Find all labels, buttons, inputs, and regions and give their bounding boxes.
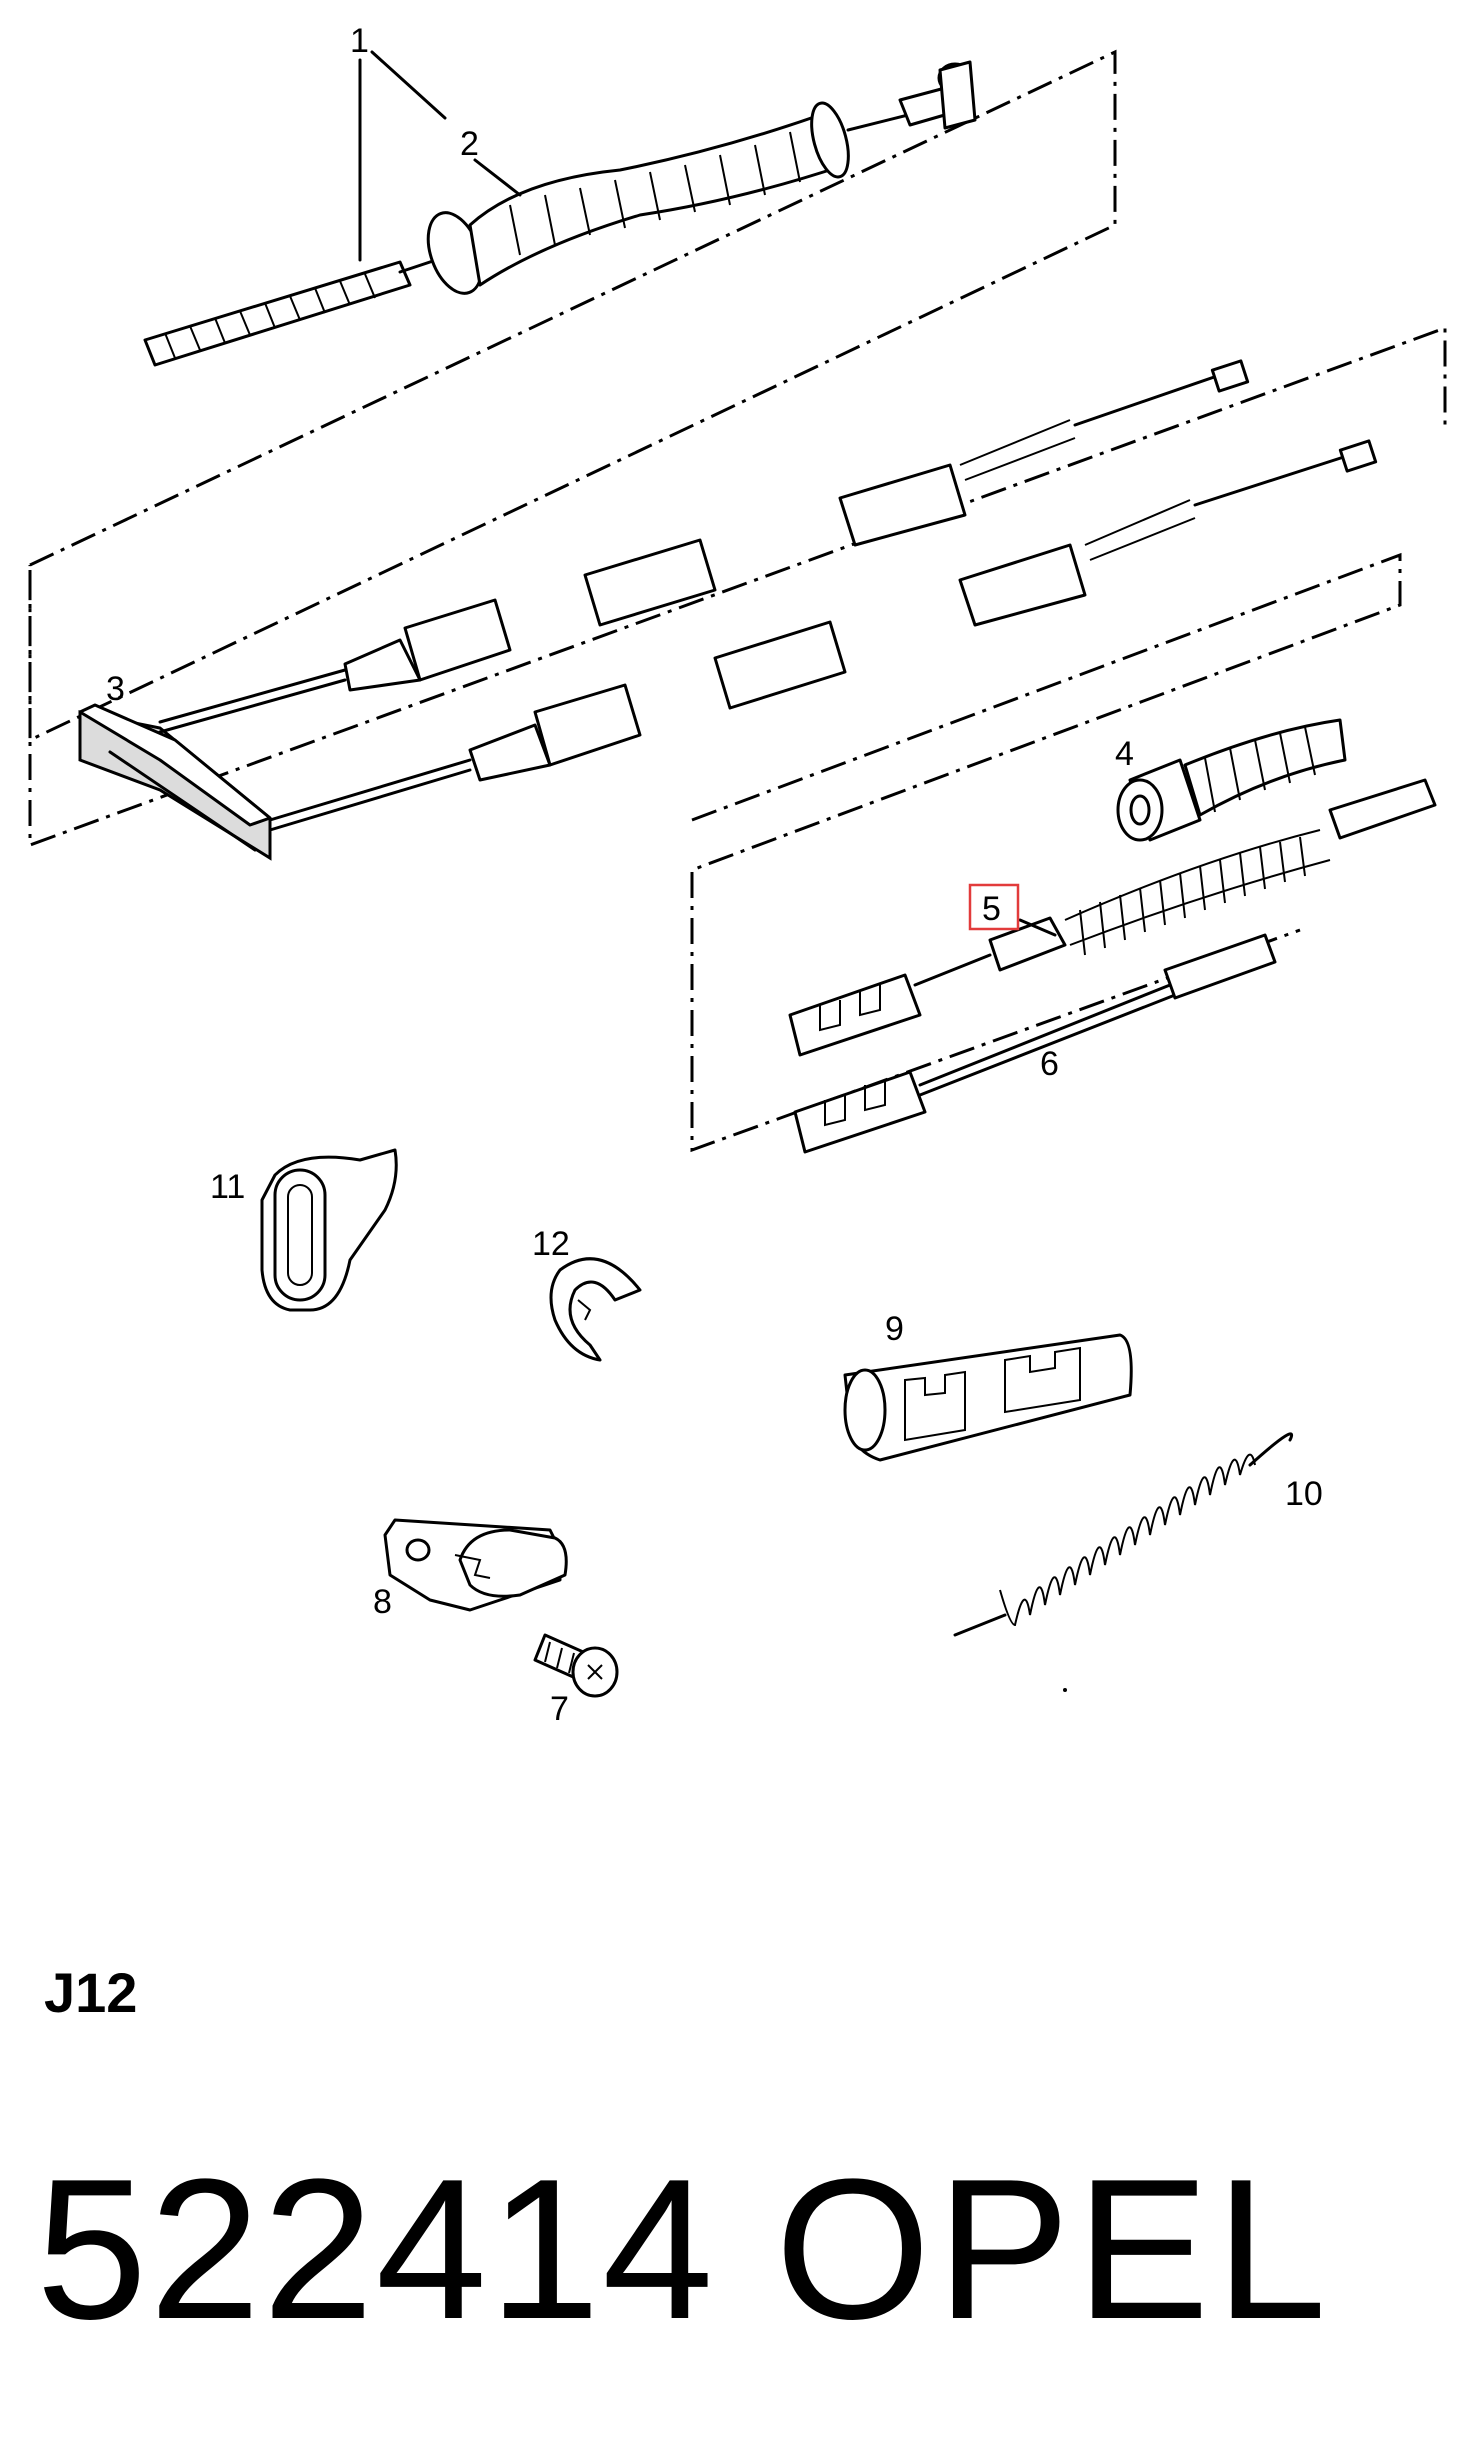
part-5-short-cable — [788, 778, 1437, 1057]
group-frame-lower — [690, 552, 1402, 1153]
part-8-clip-bracket — [383, 1518, 568, 1612]
callout-12: 12 — [532, 1225, 570, 1263]
part-9-retaining-clip — [843, 1333, 1133, 1462]
callout-9: 9 — [885, 1310, 904, 1348]
stray-dot — [1063, 1688, 1067, 1692]
part-10-return-spring — [953, 1432, 1293, 1637]
leader-2 — [473, 158, 522, 197]
leader-1b — [370, 50, 447, 120]
callout-5: 5 — [982, 890, 1001, 928]
part-11-boot-seal — [260, 1148, 398, 1312]
part-3-equalizer — [78, 703, 272, 861]
callout-7: 7 — [550, 1690, 569, 1728]
callout-5-highlight — [968, 883, 1020, 931]
callout-3: 3 — [106, 670, 125, 708]
part-number: 522414 — [36, 2138, 716, 2361]
part-2-rubber-boot — [426, 60, 977, 295]
group-code: J12 — [44, 1961, 138, 2024]
group-frame-cables — [28, 325, 1447, 848]
leader-5 — [1018, 918, 1057, 937]
part-4-grommet — [1116, 718, 1347, 842]
cable-upper-long — [158, 359, 1250, 734]
exploded-parts-diagram: 1 2 3 4 5 6 7 8 9 10 11 12 — [28, 22, 1447, 1728]
callout-8: 8 — [373, 1583, 392, 1621]
part-7-screw — [533, 1633, 619, 1698]
callout-10: 10 — [1285, 1475, 1323, 1513]
callout-1: 1 — [350, 22, 369, 60]
group-frame-upper — [28, 49, 1117, 743]
callout-11: 11 — [210, 1168, 245, 1206]
callout-6: 6 — [1040, 1045, 1059, 1083]
part-6-short-cable — [793, 933, 1277, 1154]
part-1-pull-rod — [143, 250, 462, 367]
callout-4: 4 — [1115, 735, 1134, 773]
part-12-c-clip — [549, 1257, 642, 1362]
cable-lower-long — [268, 439, 1378, 832]
callout-2: 2 — [460, 125, 479, 163]
brand-name: OPEL — [775, 2138, 1333, 2361]
